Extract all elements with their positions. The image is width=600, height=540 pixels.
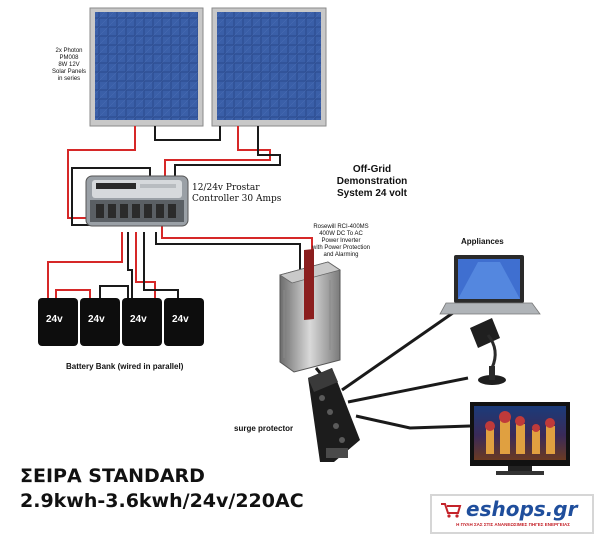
series-title: ΣΕΙΡΑ STANDARD	[20, 465, 205, 487]
charge-controller	[85, 175, 189, 227]
panels-label-line-3: 8W 12V	[58, 62, 80, 68]
battery-4-label: 24v	[172, 314, 189, 325]
laptop	[439, 255, 541, 315]
panels-label-line-5: in series	[57, 76, 81, 82]
battery-1	[38, 298, 78, 346]
solar-panel-left	[89, 7, 204, 127]
battery-2	[80, 298, 120, 346]
battery-4	[164, 298, 204, 346]
battery-3-label: 24v	[130, 314, 147, 325]
battery-wiring	[47, 232, 179, 302]
title-line-1: Off-Grid	[352, 164, 392, 175]
series-heading: ΣΕΙΡΑ STANDARD 2.9kwh-3.6kwh/24v/220AC	[20, 464, 304, 514]
desk-lamp	[470, 318, 506, 385]
inverter-label-line-1: Rosewill RCI-400MS	[313, 224, 369, 230]
logo-brand: eshops.gr	[466, 497, 578, 521]
power-inverter	[279, 248, 341, 373]
controller-label-line-1: 12/24v Prostar	[192, 183, 260, 193]
panels-label-line-4: Solar Panels	[51, 69, 87, 75]
battery-bank	[38, 298, 204, 346]
panels-label-line-2: PM008	[59, 55, 79, 61]
battery-2-label: 24v	[88, 314, 105, 325]
controller-label-line-2: Controller 30 Amps	[192, 194, 282, 204]
inverter-label-line-4: with Power Protection	[311, 245, 371, 251]
inverter-label-line-3: Power Inverter	[321, 238, 361, 244]
panels-label: 2x Photon PM008 8W 12V Solar Panels in s…	[44, 48, 94, 83]
inverter-label-line-5: and Alarming	[323, 252, 359, 258]
eshops-logo[interactable]: eshops.gr Η ΠΥΛΗ ΣΑΣ ΣΤΙΣ ΑΝΑΝΕΩΣΙΜΕΣ ΠΗ…	[430, 494, 594, 534]
solar-panel-right	[211, 7, 327, 127]
inverter-label-line-2: 400W DC To AC	[319, 231, 363, 237]
series-spec: 2.9kwh-3.6kwh/24v/220AC	[20, 490, 304, 512]
battery-bank-label: Battery Bank (wired in parallel)	[66, 362, 184, 371]
inverter-label: Rosewill RCI-400MS 400W DC To AC Power I…	[304, 224, 378, 259]
title-line-3: System 24 volt	[336, 188, 408, 199]
inverter-wiring	[155, 226, 313, 270]
appliances-label: Appliances	[461, 237, 504, 246]
logo-tagline: Η ΠΥΛΗ ΣΑΣ ΣΤΙΣ ΑΝΑΝΕΩΣΙΜΕΣ ΠΗΓΕΣ ΕΝΕΡΓΕ…	[456, 522, 570, 527]
controller-label: 12/24v Prostar Controller 30 Amps	[192, 183, 302, 205]
surge-protector	[308, 368, 360, 462]
cart-icon	[441, 503, 462, 518]
panels-label-line-1: 2x Photon	[55, 48, 83, 54]
appliance-cords	[341, 306, 471, 430]
battery-1-label: 24v	[46, 314, 63, 325]
surge-protector-label: surge protector	[234, 424, 294, 433]
battery-3	[122, 298, 162, 346]
television	[470, 402, 570, 475]
title-line-2: Demonstration	[336, 176, 408, 187]
diagram-title: Off-Grid Demonstration System 24 volt	[322, 164, 422, 200]
